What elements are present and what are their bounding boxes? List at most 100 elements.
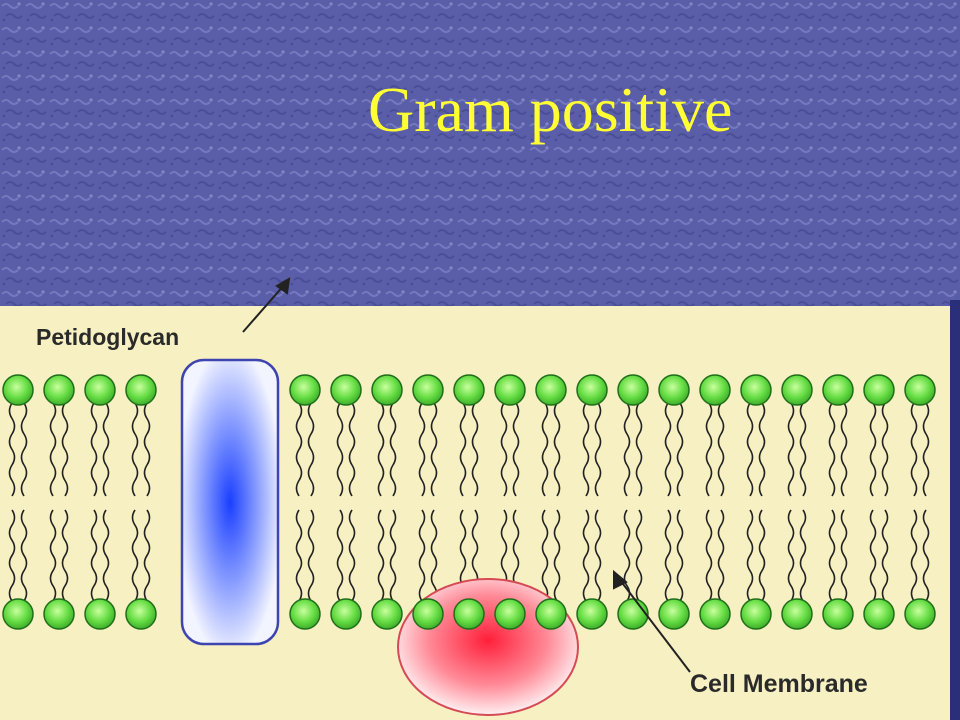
lipid-tail: [635, 402, 643, 497]
lipid-tail: [143, 402, 151, 497]
lipid-tail: [90, 402, 98, 497]
lipid-tail: [500, 402, 508, 497]
phospholipid-head: [740, 598, 772, 630]
lipid-tail: [840, 402, 848, 497]
lipid-tail: [623, 509, 631, 602]
phospholipid-head: [125, 598, 157, 630]
phospholipid-head: [43, 598, 75, 630]
phospholipid-head: [494, 598, 526, 630]
phospholipid-head: [412, 374, 444, 406]
lipid-tail: [377, 509, 385, 602]
lipid-tail: [336, 509, 344, 602]
phospholipid-head: [617, 598, 649, 630]
lipid-tail: [8, 402, 16, 497]
phospholipid-head: [699, 598, 731, 630]
lipid-tail: [840, 509, 848, 602]
lipid-tail: [582, 509, 590, 602]
lipid-tail: [459, 402, 467, 497]
lipid-tail: [512, 402, 520, 497]
lipid-tail: [922, 509, 930, 602]
inner-phospholipid-heads: [2, 598, 936, 630]
lipid-tail: [553, 402, 561, 497]
lipid-tail: [307, 402, 315, 497]
phospholipid-head: [781, 374, 813, 406]
lipid-tail: [676, 402, 684, 497]
lipid-tail: [336, 402, 344, 497]
lipid-tail: [131, 402, 139, 497]
phospholipid-head: [494, 374, 526, 406]
lipid-tail: [828, 402, 836, 497]
phospholipid-head: [2, 374, 34, 406]
cell-membrane-arrow: [613, 569, 691, 673]
lipid-tail: [787, 509, 795, 602]
lipid-tail: [295, 402, 303, 497]
lipid-tail: [553, 509, 561, 602]
lipid-tail: [377, 402, 385, 497]
lipid-tail: [20, 509, 28, 602]
transmembrane-protein: [180, 358, 280, 646]
lipid-tail: [90, 509, 98, 602]
lipid-tail: [389, 402, 397, 497]
phospholipid-head: [904, 374, 936, 406]
lipid-tail: [869, 509, 877, 602]
phospholipid-head: [863, 598, 895, 630]
lipid-tail: [922, 402, 930, 497]
phospholipid-head: [822, 374, 854, 406]
lipid-tail: [746, 509, 754, 602]
lipid-tail: [143, 509, 151, 602]
peptidoglycan-layer: [0, 0, 960, 306]
outer-phospholipid-heads: [2, 374, 936, 406]
phospholipid-head: [822, 598, 854, 630]
slide-title: Gram positive: [368, 74, 733, 145]
lipid-tail: [828, 509, 836, 602]
phospholipid-head: [453, 374, 485, 406]
phospholipid-head: [863, 374, 895, 406]
phospholipid-head: [84, 374, 116, 406]
phospholipid-head: [535, 374, 567, 406]
phospholipid-head: [699, 374, 731, 406]
phospholipid-head: [371, 374, 403, 406]
lipid-tail: [623, 402, 631, 497]
peptidoglycan-arrow: [242, 277, 291, 333]
phospholipid-head: [658, 374, 690, 406]
lipid-tails: [8, 402, 930, 602]
phospholipid-head: [781, 598, 813, 630]
lipid-tail: [676, 509, 684, 602]
phospholipid-head: [576, 374, 608, 406]
phospholipid-head: [2, 598, 34, 630]
heads-over-protein: [412, 598, 567, 630]
lipid-tail: [348, 509, 356, 602]
lipid-tail: [787, 402, 795, 497]
lipid-tail: [430, 509, 438, 602]
lipid-tail: [594, 509, 602, 602]
lipid-tail: [49, 509, 57, 602]
lipid-tail: [541, 402, 549, 497]
lipid-tail: [8, 509, 16, 602]
phospholipid-head: [617, 374, 649, 406]
phospholipid-head: [453, 598, 485, 630]
lipid-tail: [705, 509, 713, 602]
lipid-tail: [799, 402, 807, 497]
cell-membrane-label: Cell Membrane: [690, 670, 868, 698]
phospholipid-head: [330, 374, 362, 406]
phospholipid-head: [904, 598, 936, 630]
phospholipid-head: [576, 598, 608, 630]
lipid-tail: [418, 509, 426, 602]
slide-edge: [950, 300, 960, 720]
lipid-tail: [389, 509, 397, 602]
lipid-tail: [102, 402, 110, 497]
lipid-tail: [541, 509, 549, 602]
lipid-tail: [102, 509, 110, 602]
phospholipid-head: [84, 598, 116, 630]
lipid-tail: [746, 402, 754, 497]
lipid-tail: [705, 402, 713, 497]
peptidoglycan-label: Petidoglycan: [36, 324, 180, 350]
lipid-tail: [295, 509, 303, 602]
phospholipid-head: [330, 598, 362, 630]
lipid-tail: [594, 402, 602, 497]
phospholipid-head: [125, 374, 157, 406]
lipid-tail: [664, 509, 672, 602]
lipid-tail: [20, 402, 28, 497]
lipid-tail: [758, 509, 766, 602]
